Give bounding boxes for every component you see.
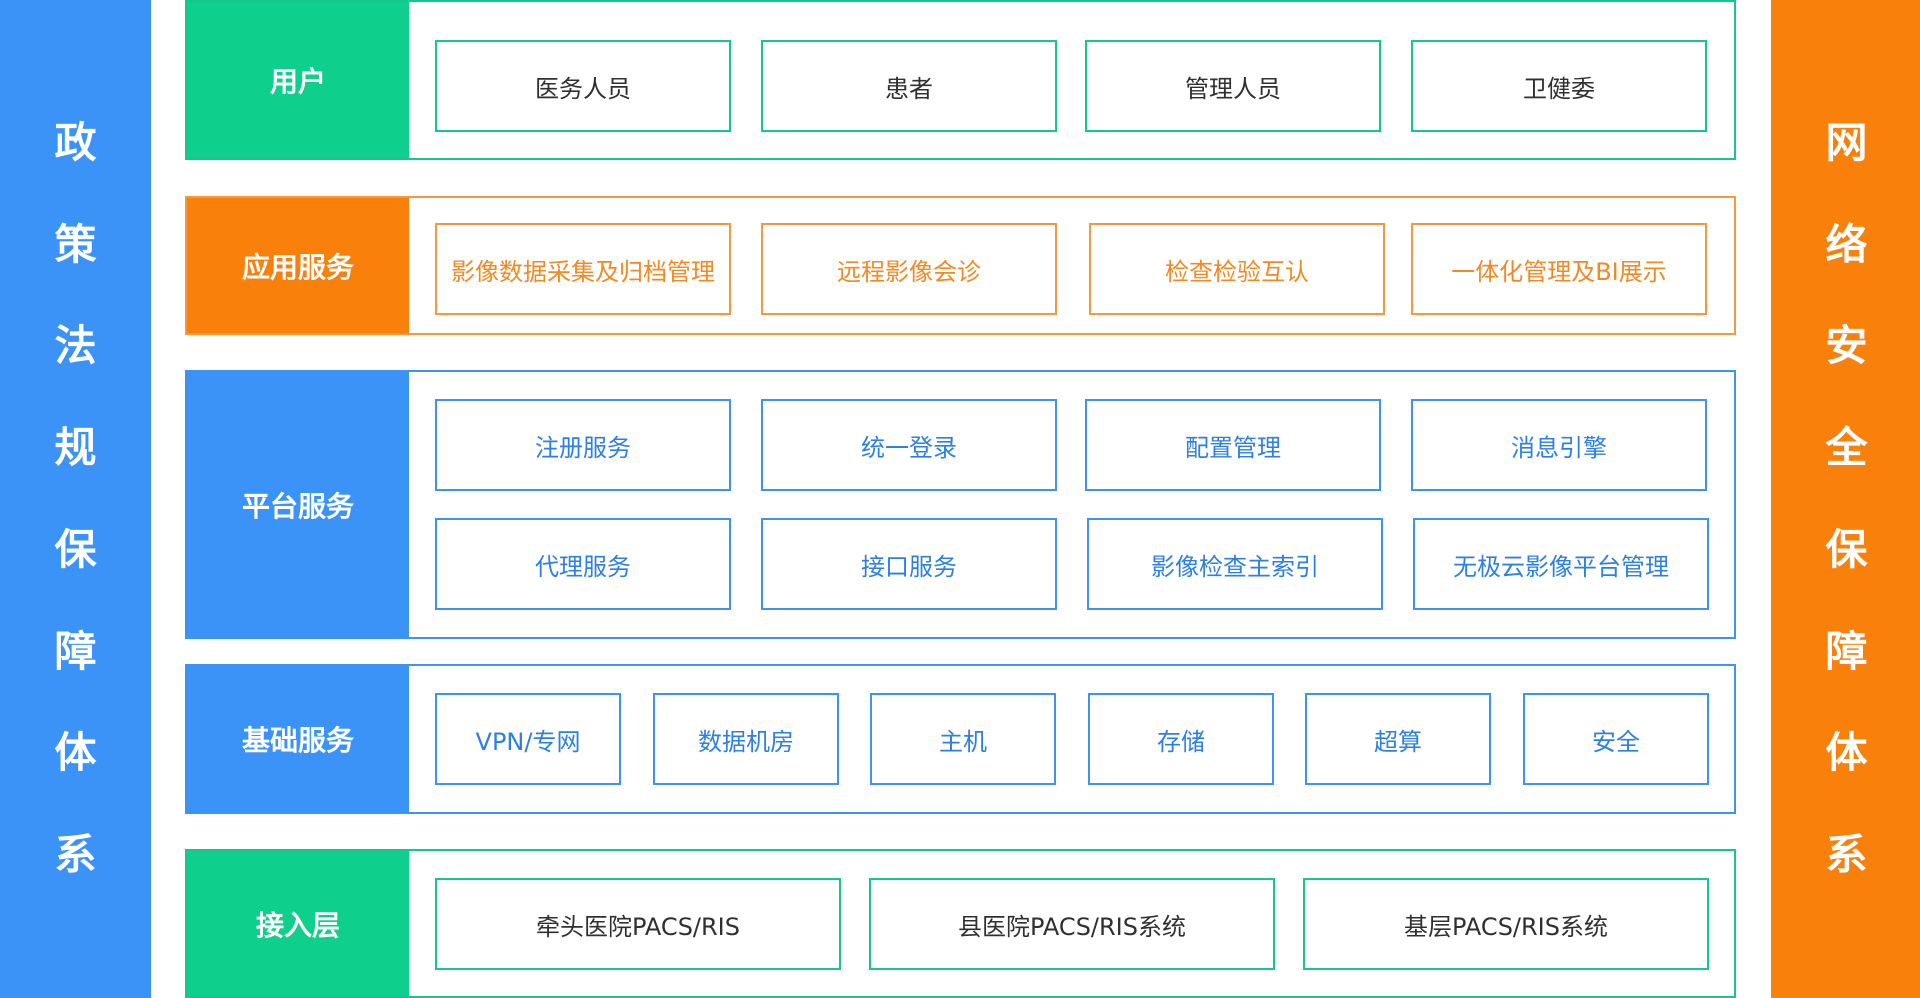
layer-access: 接入层 牵头医院PACS/RIS 县医院PACS/RIS系统 基层PACS/RI…: [185, 849, 1736, 998]
layer-platform-services: 平台服务 注册服务 统一登录 配置管理 消息引擎 代理服务 接口服务 影像检查主…: [185, 370, 1736, 639]
pillar-char: 系: [1825, 830, 1868, 880]
pillar-char: 络: [1825, 219, 1868, 269]
pillar-char: 网: [1825, 117, 1868, 167]
node-box: 注册服务: [435, 399, 731, 491]
node-box: 影像检查主索引: [1087, 518, 1383, 610]
node-box: 主机: [870, 693, 1056, 785]
layer-label: 平台服务: [187, 372, 409, 637]
layer-application-services: 应用服务 影像数据采集及归档管理 远程影像会诊 检查检验互认 一体化管理及BI展…: [185, 196, 1736, 335]
pillar-char: 政: [54, 117, 97, 167]
pillar-char: 障: [54, 626, 97, 676]
layer-label: 基础服务: [187, 666, 409, 812]
node-box: 接口服务: [761, 518, 1057, 610]
node-box: 县医院PACS/RIS系统: [869, 878, 1275, 970]
node-box: 医务人员: [435, 40, 731, 132]
pillar-char: 策: [54, 219, 97, 269]
pillar-char: 保: [54, 524, 97, 574]
node-box: 卫健委: [1411, 40, 1707, 132]
node-box: 一体化管理及BI展示: [1411, 223, 1707, 315]
node-box: 存储: [1088, 693, 1274, 785]
node-box: 管理人员: [1085, 40, 1381, 132]
pillar-char: 系: [54, 830, 97, 880]
node-box: VPN/专网: [435, 693, 621, 785]
node-box: 远程影像会诊: [761, 223, 1057, 315]
pillar-char: 保: [1825, 524, 1868, 574]
pillar-char: 安: [1825, 321, 1868, 371]
pillar-char: 体: [1825, 728, 1868, 778]
node-box: 超算: [1305, 693, 1491, 785]
node-box: 牵头医院PACS/RIS: [435, 878, 841, 970]
node-box: 数据机房: [653, 693, 839, 785]
node-box: 影像数据采集及归档管理: [435, 223, 731, 315]
layer-label: 接入层: [187, 851, 409, 996]
pillar-char: 规: [54, 423, 97, 473]
pillar-char: 法: [54, 321, 97, 371]
node-box: 检查检验互认: [1089, 223, 1385, 315]
left-pillar-policy: 政 策 法 规 保 障 体 系: [0, 0, 151, 998]
pillar-char: 障: [1825, 626, 1868, 676]
right-pillar-network-security: 网 络 安 全 保 障 体 系: [1771, 0, 1920, 998]
node-box: 安全: [1523, 693, 1709, 785]
layer-label: 应用服务: [187, 198, 409, 333]
node-box: 无极云影像平台管理: [1413, 518, 1709, 610]
node-box: 代理服务: [435, 518, 731, 610]
node-box: 消息引擎: [1411, 399, 1707, 491]
pillar-char: 全: [1825, 423, 1868, 473]
layer-infrastructure-services: 基础服务 VPN/专网 数据机房 主机 存储 超算 安全: [185, 664, 1736, 814]
layer-label: 用户: [187, 2, 409, 158]
node-box: 统一登录: [761, 399, 1057, 491]
pillar-char: 体: [54, 728, 97, 778]
node-box: 配置管理: [1085, 399, 1381, 491]
layer-users: 用户 医务人员 患者 管理人员 卫健委: [185, 0, 1736, 160]
node-box: 患者: [761, 40, 1057, 132]
node-box: 基层PACS/RIS系统: [1303, 878, 1709, 970]
